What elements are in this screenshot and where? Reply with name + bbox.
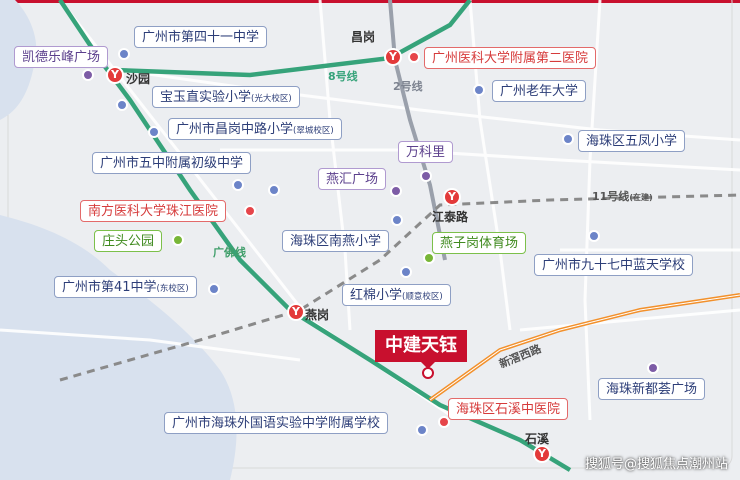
- school-icon: [268, 184, 280, 196]
- plaza-icon: [82, 69, 94, 81]
- metro-jiangtai-icon[interactable]: Y: [443, 188, 461, 206]
- poi-yanzigang-stadium[interactable]: 燕子岗体育场: [432, 232, 527, 254]
- poi-school-nanyan[interactable]: 海珠区南燕小学: [282, 230, 390, 252]
- poi-changgang-name: 广州市昌岗中路小学: [176, 122, 294, 137]
- hospital-icon: [408, 51, 420, 63]
- school-icon: [588, 230, 600, 242]
- station-shixi: 石溪: [525, 432, 550, 446]
- school-icon: [148, 126, 160, 138]
- plaza-icon: [390, 185, 402, 197]
- poi-school-hongmian[interactable]: 红棉小学(顺意校区): [342, 284, 451, 306]
- hospital-icon: [244, 205, 256, 217]
- project-callout[interactable]: 中建天钰: [375, 330, 467, 362]
- poi-school-gz97[interactable]: 广州市九十七中蓝天学校: [534, 254, 694, 276]
- school-icon: [391, 214, 403, 226]
- poi-school-changgang[interactable]: 广州市昌岗中路小学(翠城校区): [168, 118, 342, 140]
- poi-kaide-plaza[interactable]: 凯德乐峰广场: [14, 46, 109, 68]
- poi-school-wuzhong[interactable]: 广州市五中附属初级中学: [92, 152, 252, 174]
- poi-school-baoyu[interactable]: 宝玉直实验小学(光大校区): [152, 86, 300, 108]
- school-icon: [232, 179, 244, 191]
- guangfo-label: 广佛线: [213, 246, 246, 259]
- school-icon: [116, 99, 128, 111]
- school-icon: [208, 283, 220, 295]
- metro-yangang-icon[interactable]: Y: [287, 303, 305, 321]
- project-location-icon: [422, 367, 434, 379]
- school-icon: [473, 84, 485, 96]
- line11-note: (在建): [629, 193, 653, 202]
- station-changgang: 昌岗: [351, 30, 376, 44]
- park-icon: [172, 234, 184, 246]
- poi-school-wufeng[interactable]: 海珠区五凤小学: [578, 130, 686, 152]
- poi-hongmian-campus: (顺意校区): [402, 292, 443, 302]
- project-callout-pointer: [420, 361, 436, 369]
- line11-label: 11号线(在建): [592, 188, 653, 204]
- poi-hospital-gzyk2[interactable]: 广州医科大学附属第二医院: [424, 47, 597, 69]
- poi-school-gz41[interactable]: 广州市第四十一中学: [134, 26, 268, 48]
- school-icon: [416, 424, 428, 436]
- poi-gz41-campus: (东校区): [156, 284, 189, 294]
- station-shayuan: 沙园: [126, 72, 151, 86]
- poi-hospital-nanfang[interactable]: 南方医科大学珠江医院: [80, 200, 227, 222]
- poi-gz41-name: 广州市第41中学: [62, 280, 157, 295]
- poi-laonian-university[interactable]: 广州老年大学: [492, 80, 587, 102]
- poi-xinduhui-plaza[interactable]: 海珠新都荟广场: [598, 378, 706, 400]
- poi-hospital-shixi[interactable]: 海珠区石溪中医院: [448, 398, 569, 420]
- poi-school-waiguoyu[interactable]: 广州市海珠外国语实验中学附属学校: [164, 412, 389, 434]
- poi-wankeli[interactable]: 万科里: [398, 141, 454, 163]
- line2-label: 2号线: [393, 80, 423, 93]
- metro-shayuan-icon[interactable]: Y: [106, 66, 124, 84]
- poi-changgang-campus: (翠城校区): [293, 126, 334, 136]
- poi-baoyu-campus: (光大校区): [251, 94, 292, 104]
- line11-name: 11号线: [592, 190, 630, 203]
- school-icon: [400, 266, 412, 278]
- poi-park-zhuangtou[interactable]: 庄头公园: [94, 230, 163, 252]
- poi-school-gz41-east[interactable]: 广州市第41中学(东校区): [54, 276, 197, 298]
- line8-label: 8号线: [328, 70, 358, 83]
- school-icon: [118, 48, 130, 60]
- watermark: 搜狐号@搜狐焦点潮州站: [584, 457, 728, 472]
- plaza-icon: [647, 362, 659, 374]
- hospital-icon: [438, 416, 450, 428]
- poi-baoyu-name: 宝玉直实验小学: [160, 90, 252, 105]
- park-icon: [423, 252, 435, 264]
- school-icon: [562, 133, 574, 145]
- metro-shixi-icon[interactable]: Y: [533, 445, 551, 463]
- poi-hongmian-name: 红棉小学: [350, 288, 403, 303]
- metro-changgang-icon[interactable]: Y: [384, 48, 402, 66]
- poi-yanhui-plaza[interactable]: 燕汇广场: [318, 168, 387, 190]
- plaza-icon: [420, 170, 432, 182]
- station-yangang: 燕岗: [305, 308, 330, 322]
- station-jiangtai: 江泰路: [432, 210, 469, 224]
